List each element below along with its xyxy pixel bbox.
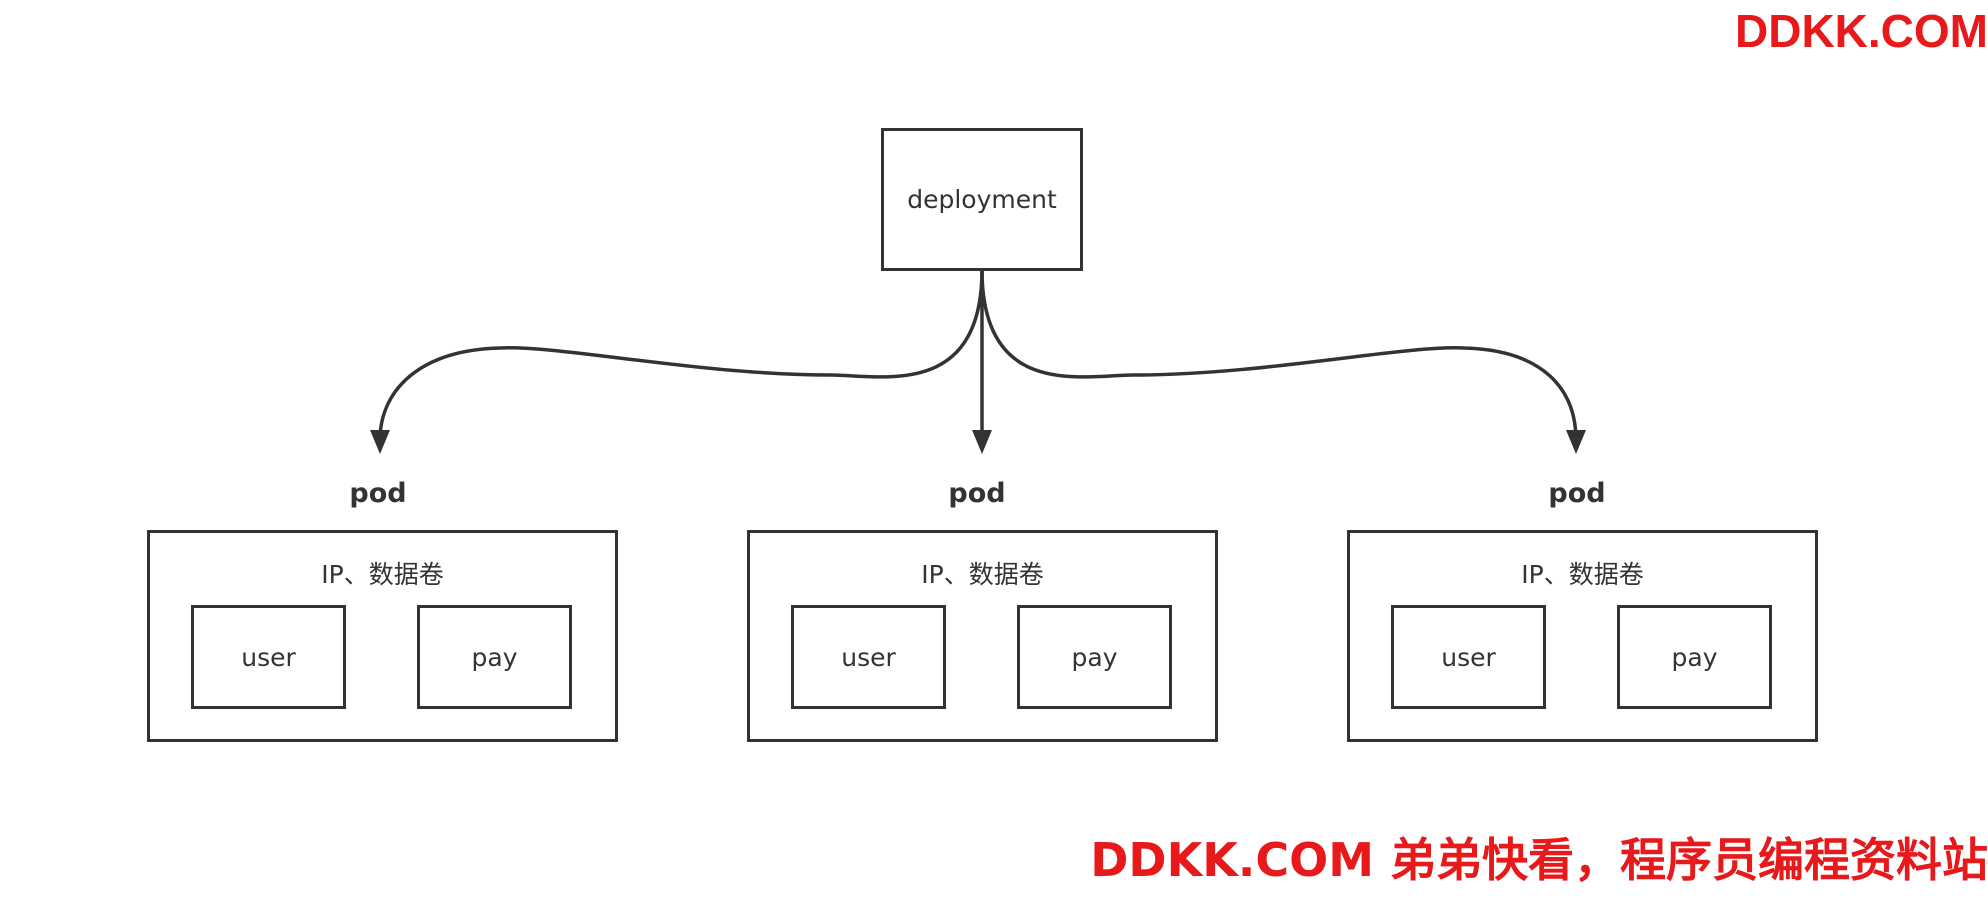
container-label: pay: [1071, 642, 1118, 672]
container-label: user: [241, 642, 296, 672]
container-label: user: [841, 642, 896, 672]
pod-box-2: IP、数据卷 user pay: [747, 530, 1218, 742]
pod-caption-2: IP、数据卷: [921, 560, 1044, 589]
pod-box-3: IP、数据卷 user pay: [1347, 530, 1818, 742]
pod-title-2: pod: [948, 478, 1006, 509]
arrow-to-pod-1: [378, 269, 984, 441]
container-label: pay: [471, 642, 518, 672]
arrowhead-pod-1: [370, 430, 390, 454]
watermark-top: DDKK.COM: [1735, 5, 1988, 57]
watermark-bottom: DDKK.COM 弟弟快看，程序员编程资料站: [1090, 833, 1988, 887]
arrow-to-pod-3: [980, 269, 1578, 441]
pod-caption-3: IP、数据卷: [1521, 560, 1644, 589]
deployment-label: deployment: [907, 185, 1057, 214]
container-pay-1: pay: [417, 605, 572, 709]
pod-box-1: IP、数据卷 user pay: [147, 530, 618, 742]
deployment-node: deployment: [881, 128, 1083, 271]
container-user-2: user: [791, 605, 946, 709]
pod-caption-1: IP、数据卷: [321, 560, 444, 589]
arrowhead-pod-3: [1566, 430, 1586, 454]
pod-title-1: pod: [349, 478, 407, 509]
container-user-3: user: [1391, 605, 1546, 709]
container-pay-2: pay: [1017, 605, 1172, 709]
pod-title-3: pod: [1548, 478, 1606, 509]
container-user-1: user: [191, 605, 346, 709]
container-label: user: [1441, 642, 1496, 672]
container-pay-3: pay: [1617, 605, 1772, 709]
container-label: pay: [1671, 642, 1718, 672]
arrowhead-pod-2: [972, 430, 992, 454]
